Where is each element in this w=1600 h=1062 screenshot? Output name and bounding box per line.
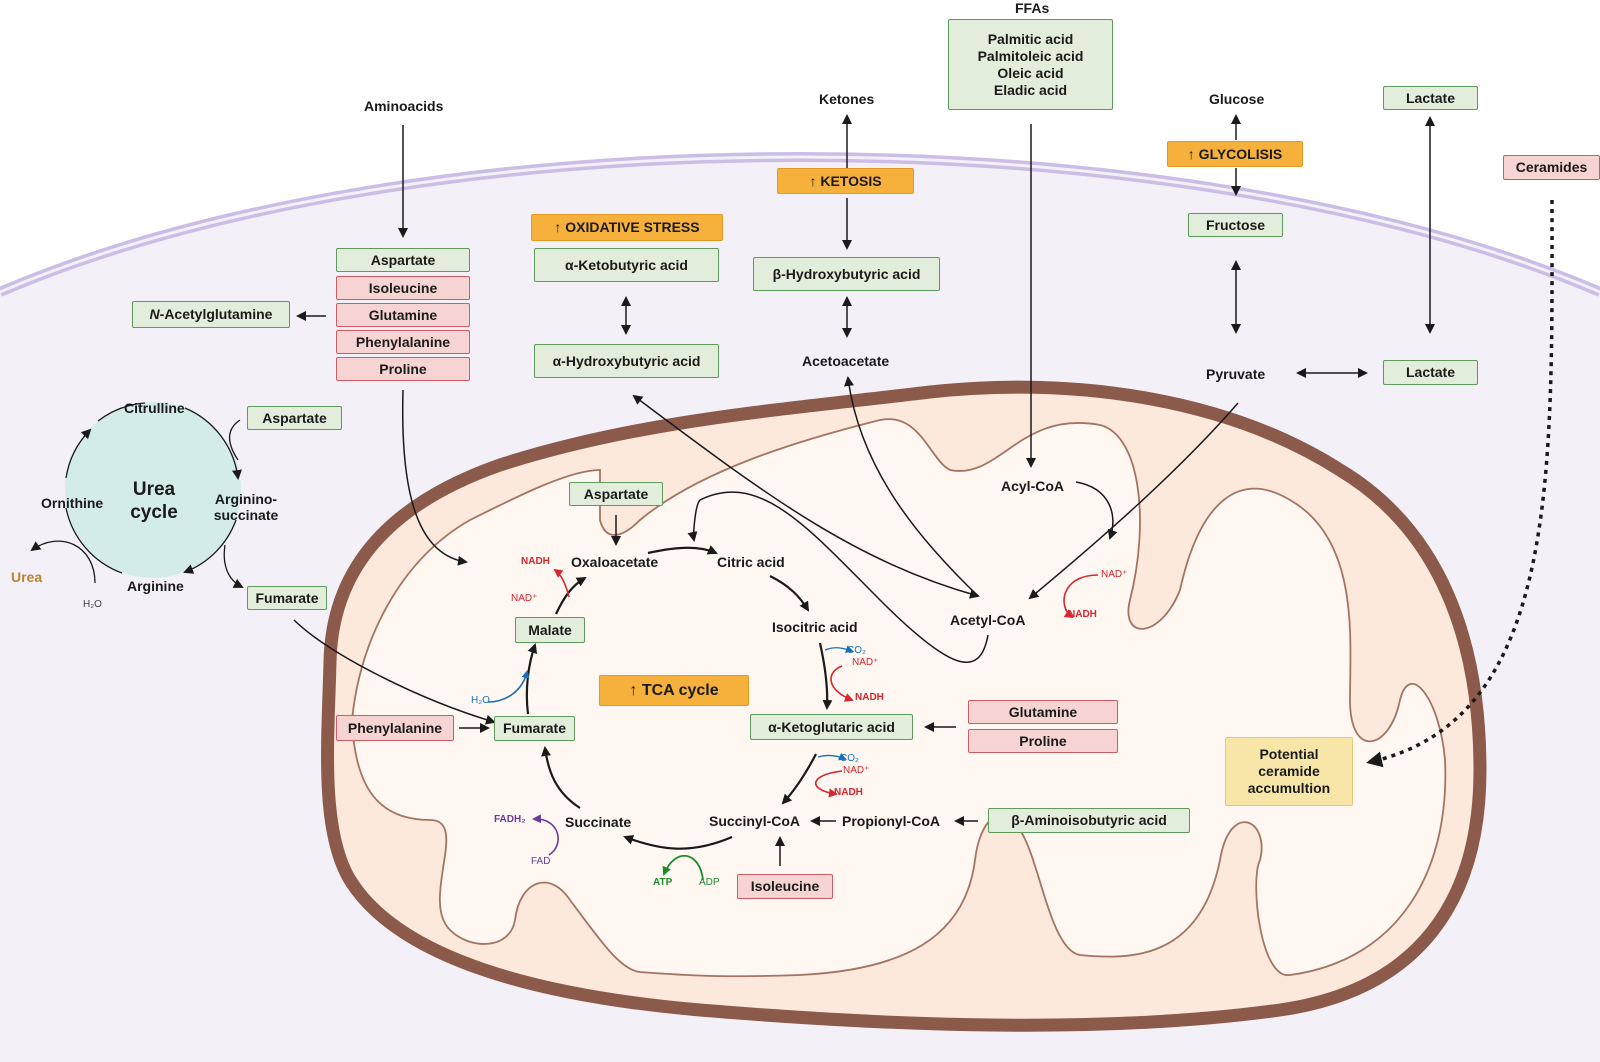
proline-box: Proline (336, 357, 470, 381)
urea-fumarate-box: Fumarate (247, 586, 327, 610)
oxaloacetate-nadh: NADH (521, 556, 550, 567)
fumarate-box: Fumarate (494, 716, 575, 741)
n-acetylglutamine-box: N-Acetylglutamine (132, 301, 290, 328)
mito-aspartate-box: Aspartate (569, 482, 663, 506)
citrulline-label: Citrulline (124, 400, 185, 416)
tca-cycle-badge: ↑ TCA cycle (599, 675, 749, 706)
urea-aspartate-box: Aspartate (247, 406, 342, 430)
argininosuccinate-label: Arginino- succinate (209, 491, 283, 523)
ffa-palmitic: Palmitic acid (987, 30, 1074, 47)
acetyl-nadh: NADH (1068, 609, 1097, 620)
ornithine-label: Ornithine (41, 495, 104, 511)
ffa-oleic: Oleic acid (997, 64, 1064, 81)
ketones-label: Ketones (819, 91, 875, 107)
mitochondrion-inner-membrane (351, 418, 1447, 978)
pyruvate-label: Pyruvate (1206, 366, 1266, 382)
citric-acid-label: Citric acid (717, 554, 785, 570)
beta-aminoisobutyric-box: β-Aminoisobutyric acid (988, 808, 1190, 833)
alpha-ketobutyric-box: α-Ketobutyric acid (534, 248, 719, 282)
oxaloacetate-label: Oxaloacetate (571, 554, 659, 570)
ketosis-badge: ↑ KETOSIS (777, 168, 914, 194)
ceramides-box: Ceramides (1503, 155, 1600, 180)
ketoglutaric-nadh: NADH (834, 787, 863, 798)
fadh2-label: FADH₂ (494, 814, 526, 825)
mito-glutamine-box: Glutamine (968, 700, 1118, 724)
mito-proline-box: Proline (968, 729, 1118, 753)
lactate-top-box: Lactate (1383, 86, 1478, 110)
urea-h2o-label: H₂O (83, 599, 102, 610)
fructose-box: Fructose (1188, 213, 1283, 237)
fad-label: FAD (531, 856, 551, 867)
n-acetyl-prefix: N (149, 306, 160, 322)
isocitric-nad: NAD⁺ (852, 657, 879, 668)
aminoacids-label: Aminoacids (364, 98, 444, 114)
isocitric-nadh: NADH (855, 692, 884, 703)
acetyl-nad: NAD⁺ (1101, 569, 1128, 580)
arginine-label: Arginine (127, 578, 184, 594)
urea-cycle-disc (65, 402, 241, 578)
beta-hydroxybutyric-box: β-Hydroxybutyric acid (753, 257, 940, 291)
mito-isoleucine-box: Isoleucine (737, 874, 833, 899)
ketoglutaric-co2: CO₂ (840, 753, 859, 764)
glucose-label: Glucose (1209, 91, 1265, 107)
oxidative-stress-badge: ↑ OXIDATIVE STRESS (531, 214, 723, 241)
argininosuccinate-line2: succinate (213, 507, 279, 523)
mito-phenylalanine-box: Phenylalanine (336, 715, 454, 741)
ffa-palmitoleic: Palmitoleic acid (977, 47, 1084, 64)
ceramide-line3: accumultion (1247, 780, 1331, 796)
urea-cycle-title-line1: Urea (132, 479, 176, 500)
oxaloacetate-nad: NAD⁺ (511, 593, 538, 604)
ceramide-accumulation-box: Potential ceramide accumultion (1225, 737, 1353, 806)
glycolisis-badge: ↑ GLYCOLISIS (1167, 141, 1303, 167)
acetyl-coa-label: Acetyl-CoA (950, 612, 1026, 628)
adp-label: ADP (699, 877, 720, 888)
acyl-coa-label: Acyl-CoA (1001, 478, 1065, 494)
succinyl-coa-label: Succinyl-CoA (709, 813, 801, 829)
alpha-hydroxybutyric-box: α-Hydroxybutyric acid (534, 344, 719, 378)
malate-h2o: H₂O (471, 695, 490, 706)
isocitric-co2: CO₂ (847, 645, 866, 656)
urea-cycle-title-line2: cycle (130, 502, 178, 523)
acetoacetate-label: Acetoacetate (802, 353, 890, 369)
ffas-label: FFAs (1015, 0, 1050, 16)
malate-box: Malate (515, 617, 585, 643)
alpha-ketoglutaric-box: α-Ketoglutaric acid (750, 714, 913, 740)
urea-label: Urea (11, 569, 43, 585)
n-acetyl-rest: -Acetylglutamine (159, 306, 273, 322)
aspartate-box: Aspartate (336, 248, 470, 272)
isocitric-acid-label: Isocitric acid (772, 619, 858, 635)
ketoglutaric-nad: NAD⁺ (843, 765, 870, 776)
propionyl-coa-label: Propionyl-CoA (842, 813, 940, 829)
atp-label: ATP (653, 877, 673, 888)
argininosuccinate-line1: Arginino- (214, 491, 278, 507)
ffa-eladic: Eladic acid (993, 81, 1068, 98)
succinate-label: Succinate (565, 814, 632, 830)
ceramide-line2: ceramide (1258, 763, 1320, 779)
ceramide-line1: Potential (1259, 746, 1319, 762)
ffas-box: Palmitic acid Palmitoleic acid Oleic aci… (948, 19, 1113, 110)
lactate-mid-box: Lactate (1383, 360, 1478, 385)
urea-cycle-title: Urea cycle (122, 478, 186, 524)
isoleucine-box: Isoleucine (336, 276, 470, 300)
glutamine-box: Glutamine (336, 303, 470, 327)
phenylalanine-box: Phenylalanine (336, 330, 470, 354)
